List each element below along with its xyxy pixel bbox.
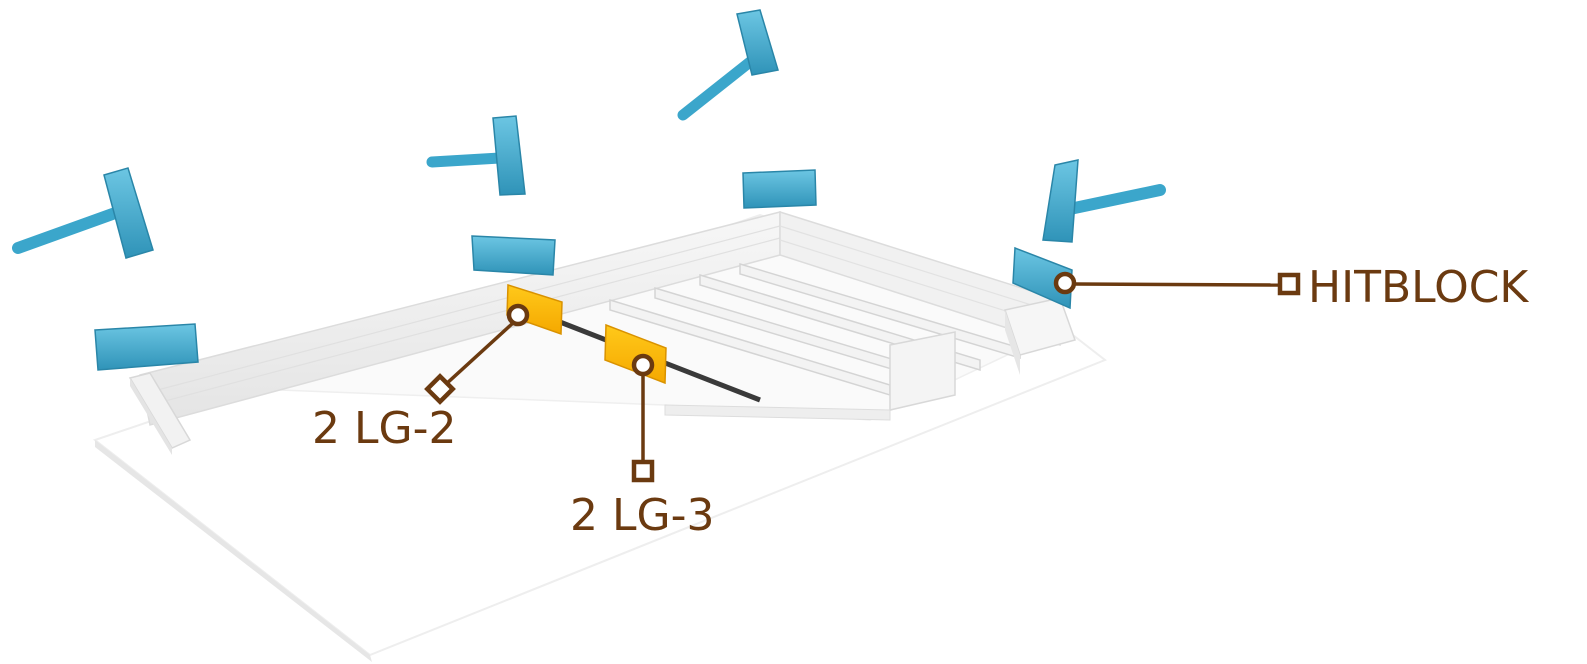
- hammer-icon: [677, 9, 779, 121]
- hitblock-icon: [1012, 246, 1073, 310]
- hammer-icon: [12, 167, 154, 259]
- callout-lg3: 2 LG-3: [570, 353, 714, 541]
- hitblock-icon: [471, 235, 556, 276]
- lane-partition: [664, 331, 956, 421]
- right-end-block: [1004, 297, 1076, 375]
- callout-label-lg3: 2 LG-3: [570, 490, 714, 541]
- callout-lg2: 2 LG-2: [312, 303, 530, 454]
- callout-label-lg2: 2 LG-2: [312, 403, 456, 454]
- callout-hitblock: HITBLOCK: [1053, 262, 1529, 313]
- hammer-icon: [426, 115, 526, 196]
- left-end-wall: [128, 372, 192, 455]
- hitblock-icon: [94, 323, 199, 371]
- hitblock-icon: [742, 169, 817, 209]
- gate-icon: [506, 283, 563, 336]
- hammer-icon: [1042, 159, 1166, 243]
- callout-label-hitblock: HITBLOCK: [1308, 262, 1529, 313]
